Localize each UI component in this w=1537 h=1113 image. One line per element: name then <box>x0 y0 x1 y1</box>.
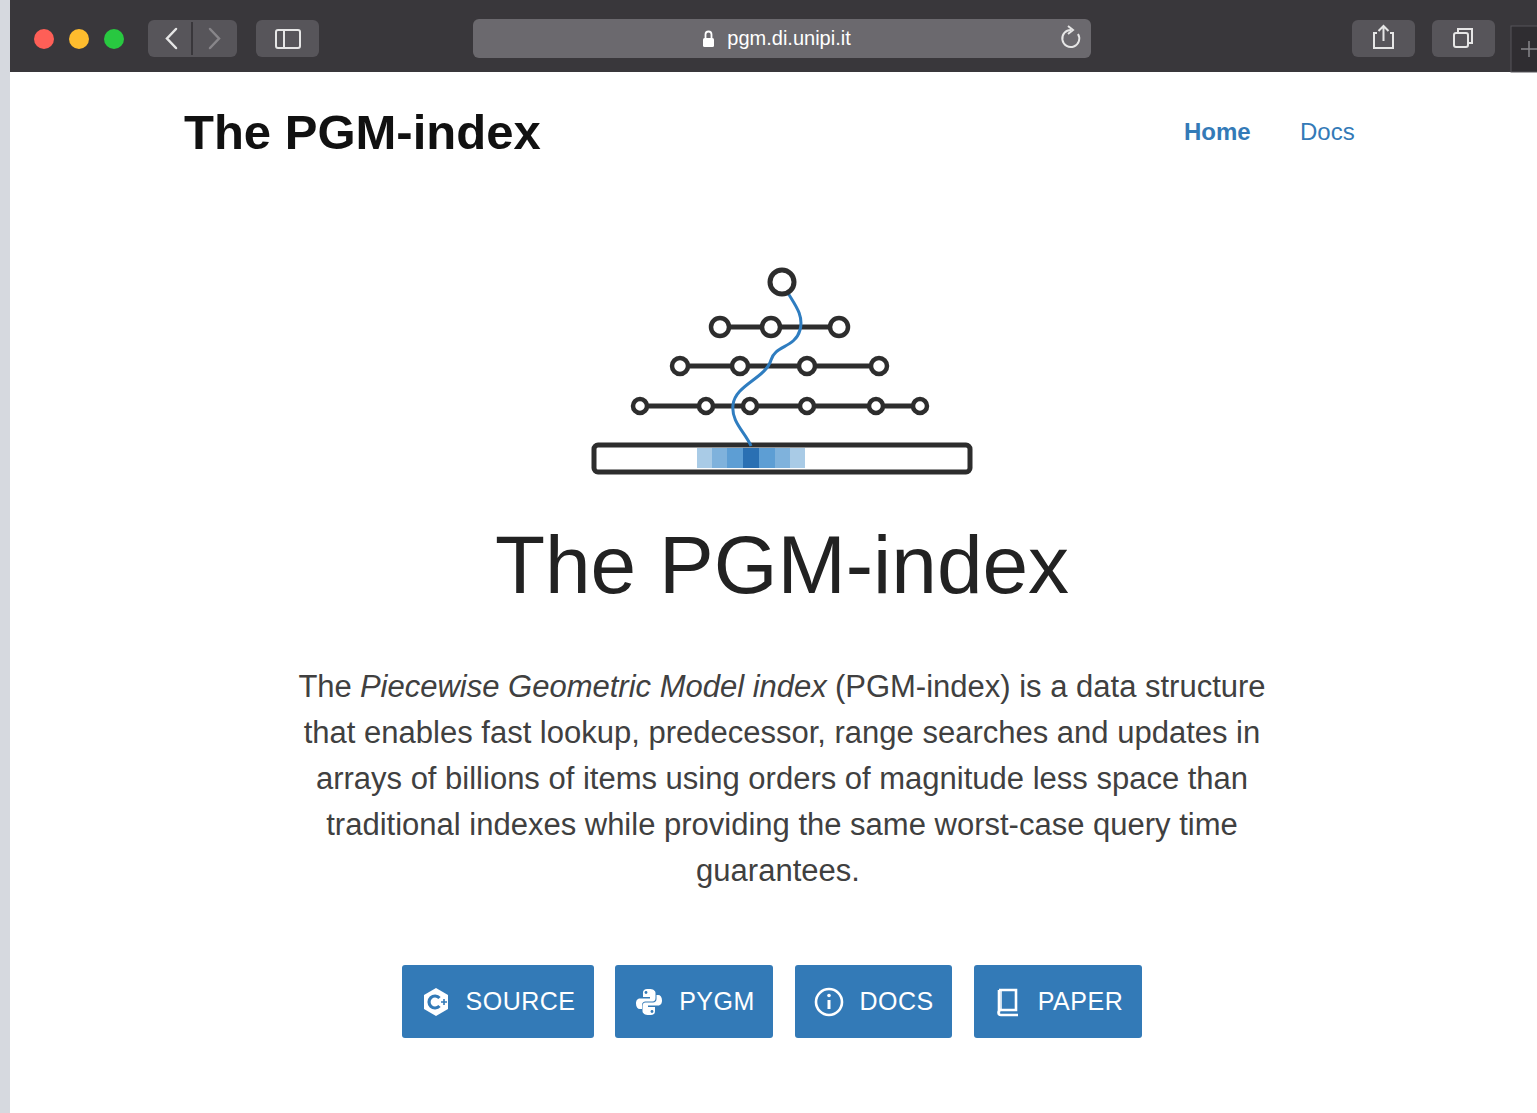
button-icon <box>633 986 665 1018</box>
index-node <box>711 318 729 336</box>
index-node <box>913 399 927 413</box>
link-button: DOCS <box>795 965 952 1038</box>
index-node <box>770 270 794 294</box>
index-node <box>762 318 780 336</box>
nav-buttons <box>148 20 237 57</box>
highlight-cell <box>759 448 775 468</box>
index-node <box>871 358 887 374</box>
link-button: PYGM <box>615 965 773 1038</box>
link-button: PAPER <box>974 965 1142 1038</box>
sidebar-icon <box>276 30 300 48</box>
share-button <box>1352 20 1415 57</box>
index-node <box>633 399 647 413</box>
lock-body <box>703 38 714 47</box>
index-node <box>800 399 814 413</box>
close-dot <box>34 29 54 49</box>
sidebar-button <box>256 20 319 57</box>
share-icon <box>1374 26 1393 48</box>
button-label: PYGM <box>679 987 755 1016</box>
index-node <box>799 358 815 374</box>
index-node <box>699 399 713 413</box>
nav-divider <box>191 22 193 55</box>
link-button: SOURCE <box>402 965 594 1038</box>
button-label: PAPER <box>1038 987 1123 1016</box>
index-node <box>743 399 757 413</box>
button-label: DOCS <box>859 987 933 1016</box>
highlight-cell <box>712 448 727 468</box>
nav-link: Home <box>1184 118 1251 146</box>
address-bar <box>473 19 1091 58</box>
index-node <box>732 358 748 374</box>
sidebar-icon-line <box>283 30 285 48</box>
description-paragraph: ThePiecewise Geometric Model index(PGM-i… <box>292 664 1272 894</box>
button-icon <box>813 986 845 1018</box>
highlight-band <box>697 448 805 468</box>
button-icon <box>992 986 1024 1018</box>
paragraph-emphasis: Piecewise Geometric Model index <box>360 669 827 704</box>
highlight-cell <box>727 448 743 468</box>
index-node <box>672 358 688 374</box>
new-tab-button <box>1511 26 1537 72</box>
minimize-dot <box>69 29 89 49</box>
paragraph-text: The <box>298 669 351 704</box>
data-array <box>594 445 970 472</box>
url-text: pgm.di.unipi.it <box>473 27 1091 50</box>
hero-title: The PGM-index <box>0 518 1537 612</box>
reload-arrow <box>1068 26 1073 34</box>
highlight-cell <box>743 448 759 468</box>
tabs-icon-back <box>1458 29 1472 43</box>
index-node <box>869 399 883 413</box>
nav-link: Docs <box>1300 118 1355 146</box>
highlight-cell <box>775 448 790 468</box>
tabs-button <box>1432 20 1495 57</box>
forward-arrow <box>210 29 219 48</box>
zoom-dot <box>104 29 124 49</box>
index-node <box>830 318 848 336</box>
site-title: The PGM-index <box>184 104 541 160</box>
new-tab-plus <box>1521 41 1537 57</box>
lock-shackle <box>706 32 712 39</box>
back-arrow <box>167 29 176 48</box>
button-icon <box>420 986 452 1018</box>
search-path <box>733 282 801 446</box>
button-label: SOURCE <box>466 987 576 1016</box>
tabs-icon <box>1454 33 1468 47</box>
level-line <box>680 364 879 369</box>
